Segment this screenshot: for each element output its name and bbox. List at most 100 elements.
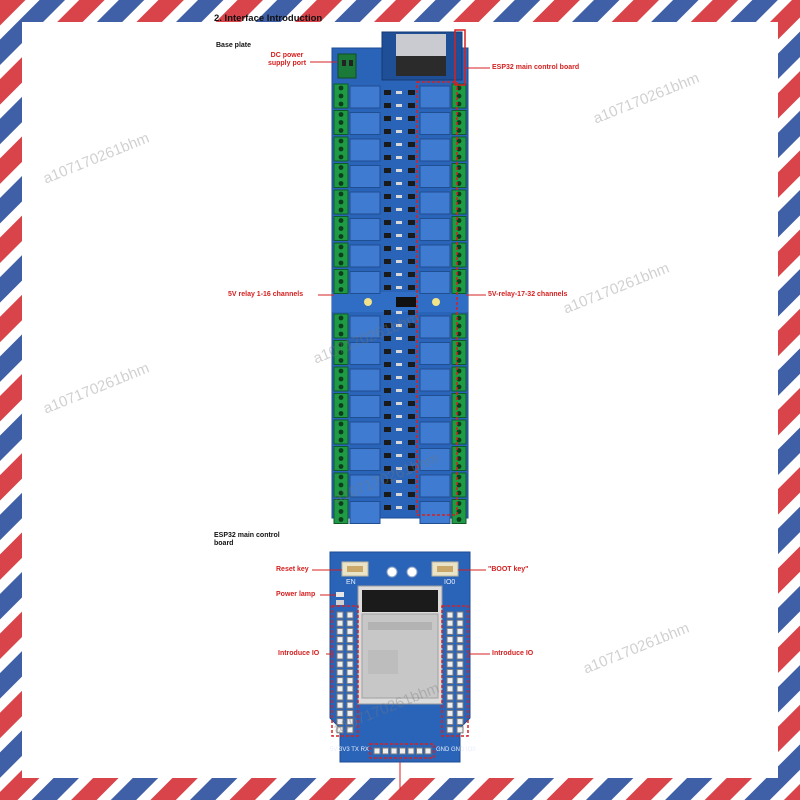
- relay: [419, 342, 451, 365]
- page-heading: 2. Interface Introduction: [214, 13, 323, 24]
- screw: [456, 342, 462, 347]
- screw: [338, 226, 344, 231]
- header-pin: [336, 660, 344, 668]
- header-pin: [346, 619, 354, 627]
- screw: [338, 323, 344, 329]
- screw: [338, 287, 344, 292]
- header-pin: [346, 668, 354, 676]
- relay-right-label: 5V-relay-17-32 channels: [488, 291, 568, 298]
- relay: [349, 165, 381, 188]
- header-pin: [446, 709, 454, 717]
- screw: [456, 260, 462, 266]
- screw: [338, 437, 344, 443]
- driver-chip: [408, 142, 415, 147]
- relay: [349, 421, 381, 445]
- header-pin: [456, 677, 464, 685]
- resistor: [396, 441, 402, 444]
- relay: [419, 165, 451, 188]
- screw: [456, 287, 462, 292]
- resistor: [396, 234, 402, 237]
- driver-chip: [384, 103, 391, 108]
- header-pin: [346, 636, 354, 644]
- driver-chip: [408, 492, 415, 497]
- relay: [349, 395, 381, 418]
- screw: [338, 279, 344, 284]
- screw: [456, 154, 462, 160]
- relay: [419, 501, 451, 524]
- screw: [338, 173, 344, 178]
- screw: [338, 244, 344, 250]
- header-pin: [446, 685, 454, 693]
- header-pin: [346, 718, 354, 726]
- driver-chip: [408, 310, 415, 315]
- driver-chip: [408, 375, 415, 380]
- screw: [456, 146, 462, 152]
- driver-chip: [408, 207, 415, 212]
- screw: [338, 315, 344, 321]
- header-pin: [456, 652, 464, 660]
- resistor: [396, 182, 402, 185]
- relay: [419, 368, 451, 392]
- screw: [338, 218, 344, 223]
- driver-chip: [384, 414, 391, 419]
- resistor: [396, 91, 402, 94]
- header-pin: [446, 677, 454, 685]
- driver-chip: [408, 155, 415, 160]
- screw: [456, 448, 462, 453]
- screw: [338, 490, 344, 496]
- screw: [456, 252, 462, 258]
- header-pin: [336, 652, 344, 660]
- header-pin: [456, 685, 464, 693]
- screw: [338, 501, 344, 506]
- driver-chip: [384, 349, 391, 354]
- relay: [349, 271, 381, 294]
- relay: [349, 112, 381, 135]
- resistor: [396, 221, 402, 224]
- resistor: [396, 402, 402, 405]
- relay: [349, 191, 381, 215]
- driver-chip: [408, 246, 415, 251]
- header-pin: [346, 652, 354, 660]
- resistor: [396, 195, 402, 198]
- io-right-label: Introduce IO: [492, 650, 534, 657]
- screw: [338, 342, 344, 347]
- driver-chip: [384, 259, 391, 264]
- screw: [338, 429, 344, 435]
- header-pin: [456, 709, 464, 717]
- screw: [456, 456, 462, 461]
- screw: [338, 509, 344, 514]
- resistor: [396, 480, 402, 483]
- screw: [456, 181, 462, 186]
- screw: [338, 120, 344, 125]
- driver-chip: [384, 207, 391, 212]
- driver-chip: [384, 388, 391, 393]
- driver-chip: [384, 401, 391, 406]
- screw: [456, 279, 462, 284]
- driver-chip: [408, 505, 415, 510]
- resistor: [396, 350, 402, 353]
- driver-chip: [384, 246, 391, 251]
- screw: [338, 252, 344, 258]
- driver-chip: [408, 401, 415, 406]
- header-pin: [456, 644, 464, 652]
- dc-power-label: DC power supply port: [267, 52, 307, 67]
- driver-chip: [384, 492, 391, 497]
- relay-left-label: 5V relay 1-16 channels: [228, 291, 304, 298]
- resistor: [396, 376, 402, 379]
- screw: [338, 146, 344, 152]
- screw: [456, 112, 462, 117]
- screw: [456, 482, 462, 488]
- resistor: [396, 324, 402, 327]
- screw: [456, 429, 462, 435]
- driver-chip: [408, 272, 415, 277]
- boot-key-label: "BOOT key": [488, 566, 529, 573]
- screw: [338, 482, 344, 488]
- screw: [456, 437, 462, 443]
- header-pin: [456, 668, 464, 676]
- resistor: [396, 169, 402, 172]
- screw: [456, 474, 462, 480]
- driver-chip: [408, 103, 415, 108]
- resistor: [396, 415, 402, 418]
